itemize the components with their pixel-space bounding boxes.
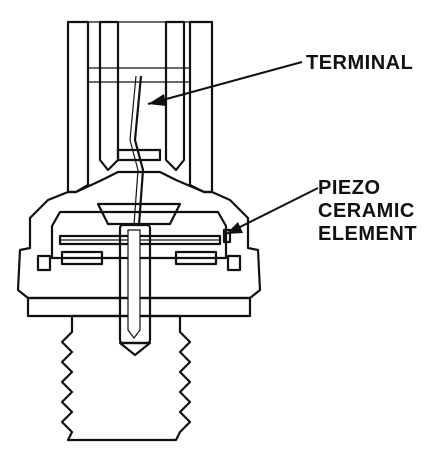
label-piezo: PIEZO <box>318 177 381 199</box>
piezo-ceramic-disc <box>96 202 182 226</box>
leader-lines <box>147 61 319 235</box>
connector-shell <box>66 20 214 194</box>
terminal-leader-line <box>147 61 303 105</box>
inner-cavity <box>36 202 242 272</box>
threaded-stud <box>60 314 192 442</box>
label-terminal: TERMINAL <box>306 52 413 74</box>
terminal-pin <box>118 75 152 357</box>
piezo-arrowhead <box>226 222 243 234</box>
label-element: ELEMENT <box>318 223 417 245</box>
sensor-housing <box>16 170 262 318</box>
label-ceramic: CERAMIC <box>318 200 415 222</box>
piezo-leader-line <box>225 187 319 235</box>
central-boss <box>116 148 162 162</box>
terminal-arrowhead <box>148 94 166 106</box>
